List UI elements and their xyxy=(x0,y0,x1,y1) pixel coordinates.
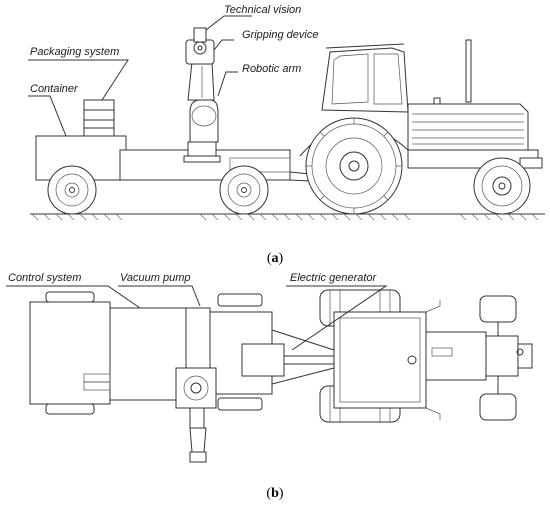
trailer-top xyxy=(29,291,335,415)
tractor-rear-wheel xyxy=(305,117,403,215)
trailer-wheel-rear xyxy=(47,165,97,215)
label-container: Container xyxy=(30,83,79,95)
ground-line xyxy=(30,213,545,221)
panel-b-top-view: Control system Vacuum pump Electric gene… xyxy=(6,272,533,501)
container-stack xyxy=(83,99,115,137)
caption-b: (b) xyxy=(266,486,283,501)
label-technical-vision: Technical vision xyxy=(224,4,301,16)
tractor-top xyxy=(319,289,533,423)
robotic-arm-top xyxy=(175,367,217,463)
trailer-wheel-front xyxy=(219,165,269,215)
label-control-system: Control system xyxy=(8,272,81,284)
label-packaging-system: Packaging system xyxy=(30,46,119,58)
label-robotic-arm: Robotic arm xyxy=(242,63,301,75)
tractor-side xyxy=(299,39,543,169)
leader-lines-a xyxy=(28,15,252,137)
label-vacuum-pump: Vacuum pump xyxy=(120,272,191,284)
caption-a: (a) xyxy=(267,251,284,266)
label-electric-generator: Electric generator xyxy=(290,272,378,284)
leader-lines-b xyxy=(6,285,388,351)
panel-a-side-view: Technical vision Gripping device Robotic… xyxy=(28,4,545,266)
tractor-front-wheel xyxy=(473,157,531,215)
label-gripping-device: Gripping device xyxy=(242,29,318,41)
robotic-arm xyxy=(183,27,221,163)
